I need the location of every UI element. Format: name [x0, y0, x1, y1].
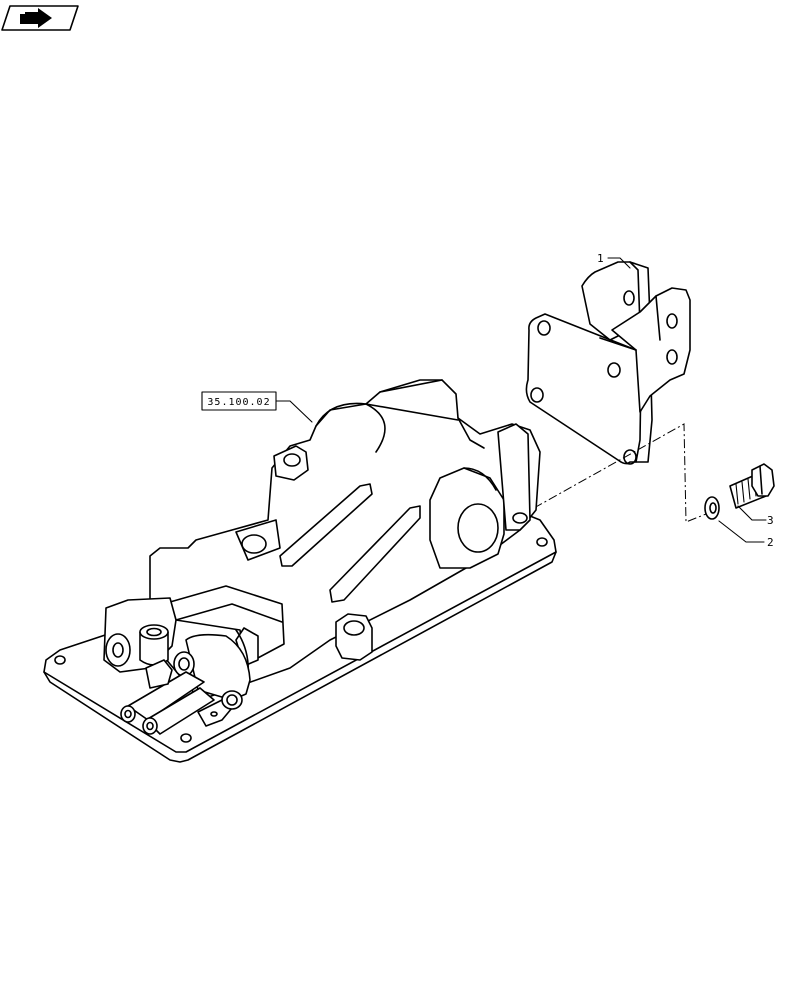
- washer-part: [704, 496, 720, 520]
- navigation-arrow-icon[interactable]: [1, 5, 79, 31]
- reference-label: 35.100.02: [207, 397, 270, 408]
- callout-3: 3: [767, 514, 774, 527]
- reference-box: [201, 391, 277, 411]
- leader-3: [737, 505, 767, 521]
- bolt-part: [729, 463, 775, 509]
- lift-housing: [43, 379, 557, 763]
- callout-2: 2: [767, 536, 774, 549]
- callout-1: 1: [597, 252, 604, 265]
- bracket-part: [525, 261, 691, 465]
- leader-1: [607, 257, 631, 269]
- leader-2: [718, 520, 765, 543]
- leader-ref: [275, 400, 313, 423]
- alignment-line: [533, 423, 707, 523]
